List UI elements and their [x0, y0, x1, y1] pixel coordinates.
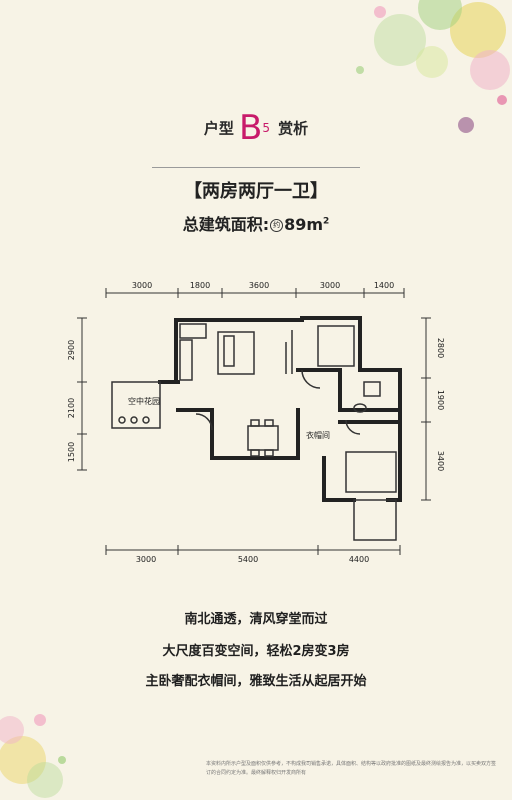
dim-top-2: 1800: [190, 281, 210, 290]
area-label: 总建筑面积:: [182, 215, 270, 234]
dim-right-1: 2800: [436, 338, 445, 358]
dim-top-4: 3000: [320, 281, 340, 290]
dim-bottom-1: 3000: [136, 555, 156, 564]
dim-bottom-3: 4400: [349, 555, 369, 564]
layout-name: 【两房两厅一卫】: [184, 181, 328, 202]
title-divider: [152, 167, 360, 168]
unit-type-suffix: 赏析: [278, 119, 309, 138]
dim-left-3: 1500: [67, 442, 76, 462]
dim-top-3: 3600: [249, 281, 269, 290]
unit-type-number: 5: [262, 121, 270, 135]
feature-line-2: 大尺度百变空间，轻松2房变3房: [162, 644, 350, 659]
floor-plan: 3000 1800 3600 3000 1400 3000 5400 4400 …: [67, 281, 445, 564]
room-label-cloakroom: 衣帽间: [306, 430, 330, 440]
area-value: 89m: [284, 215, 324, 234]
dim-right-2: 1900: [436, 390, 445, 410]
dim-left-1: 2900: [67, 340, 76, 360]
feature-line-1: 南北通透，清风穿堂而过: [184, 612, 328, 627]
unit-type-letter: B: [239, 108, 263, 148]
dim-bottom-2: 5400: [238, 555, 258, 564]
dim-left-2: 2100: [67, 398, 76, 418]
dim-top-5: 1400: [374, 281, 394, 290]
paint-splash-decoration-top-right: [356, 0, 510, 133]
disclaimer-text: 本资料内所示户型及面积仅供参考，不构成我司销售承诺，具体面积、结构等以政府批准的…: [206, 761, 497, 776]
approx-badge: 约: [270, 219, 284, 232]
room-label-garden: 空中花园: [128, 396, 160, 406]
unit-type-title: 户型 B5 赏析: [0, 108, 512, 148]
dim-right-3: 3400: [436, 451, 445, 471]
dim-top-1: 3000: [132, 281, 152, 290]
unit-type-prefix: 户型: [203, 119, 234, 138]
feature-line-3: 主卧奢配衣帽间，雅致生活从起居开始: [145, 674, 367, 689]
paint-splash-decoration-bottom-left: [0, 714, 66, 798]
area-unit-sup: 2: [323, 216, 330, 227]
